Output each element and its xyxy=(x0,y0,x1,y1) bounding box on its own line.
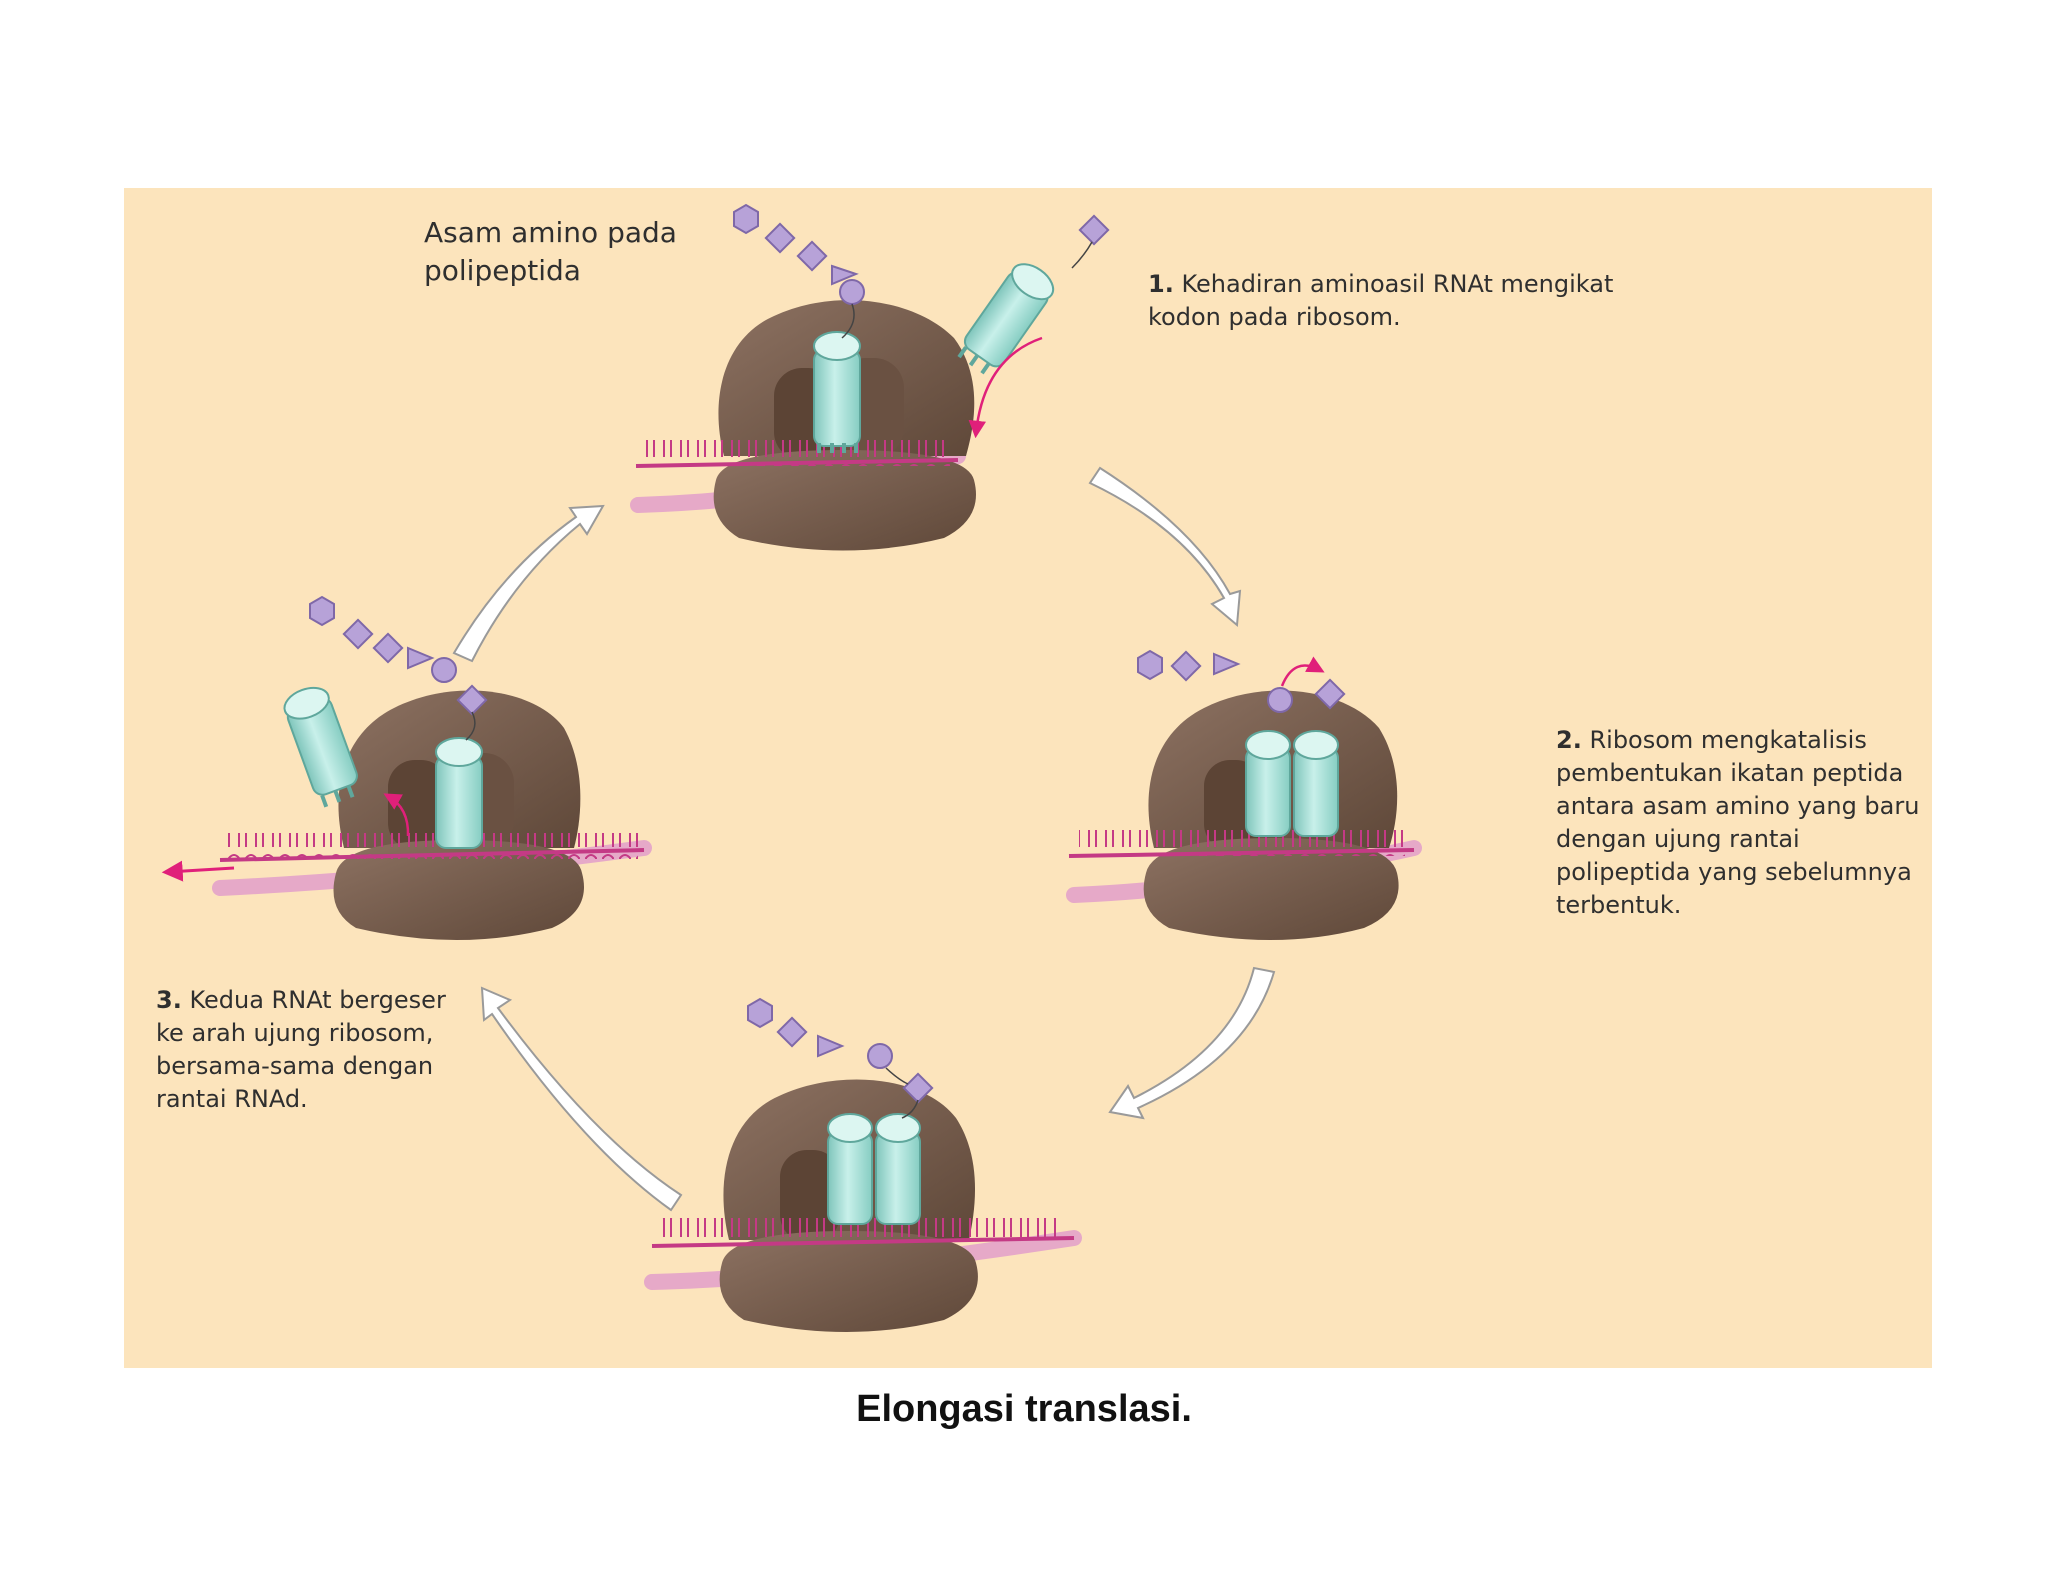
amino-acid-chain xyxy=(1137,649,1346,713)
figure-caption: Elongasi translasi. xyxy=(856,1388,1192,1430)
label-line: antara asam amino yang baru xyxy=(1556,792,1920,820)
pink-arrow-incoming xyxy=(968,336,1043,439)
label-line: polipeptida yang sebelumnya xyxy=(1556,858,1912,886)
cycle-arrow-top-right xyxy=(1088,466,1242,628)
ribosome-small-subunit xyxy=(719,1231,978,1332)
label-line: ke arah ujung ribosom, xyxy=(156,1019,434,1047)
cycle-arrow-bottom-left xyxy=(480,986,683,1212)
label-line: rantai RNAd. xyxy=(156,1085,308,1113)
label-line: polipeptida xyxy=(424,254,581,287)
stage-3-ribosome xyxy=(644,997,1082,1332)
label-line: pembentukan ikatan peptida xyxy=(1556,759,1904,787)
label-line: dengan ujung rantai xyxy=(1556,825,1800,853)
ribosome-small-subunit xyxy=(333,840,584,940)
stage-1-ribosome xyxy=(630,203,1110,551)
label-line: kodon pada ribosom. xyxy=(1148,303,1401,331)
trna-cylinder xyxy=(1245,747,1291,837)
step-number: 3. xyxy=(156,986,182,1014)
label-step-3: 3. Kedua RNAt bergeser ke arah ujung rib… xyxy=(156,984,446,1116)
trna-cylinder xyxy=(875,1131,921,1225)
mrna-codons xyxy=(1079,830,1405,856)
label-line: 2. Ribosom mengkatalisis xyxy=(1556,724,1919,757)
label-line: Asam amino pada xyxy=(424,216,677,249)
amino-acid-chain xyxy=(309,595,488,716)
trna-top xyxy=(813,331,861,361)
label-step-2: 2. Ribosom mengkatalisis pembentukan ika… xyxy=(1556,724,1919,922)
pink-arrow-peptide-transfer xyxy=(1280,656,1325,687)
step-number: 2. xyxy=(1556,726,1582,754)
ribosome-small-subunit xyxy=(1143,838,1399,940)
step-text: Ribosom mengkatalisis xyxy=(1589,726,1867,754)
ribosome-small-subunit xyxy=(713,450,976,551)
amino-acid-chain xyxy=(747,997,934,1104)
trna-exiting xyxy=(283,686,358,808)
ribosome-site-groove xyxy=(388,760,448,850)
pink-arrow-exit xyxy=(383,793,410,837)
cycle-arrow-top-left xyxy=(452,504,605,663)
mrna-codons xyxy=(228,833,638,859)
label-line: 1. Kehadiran aminoasil RNAt mengikat xyxy=(1148,268,1613,301)
label-amino-acids-polypeptide: Asam amino pada polipeptida xyxy=(424,214,677,290)
pink-arrow-mrna-shift xyxy=(161,860,235,882)
trna-incoming xyxy=(957,263,1055,375)
step-text: Kedua RNAt bergeser xyxy=(189,986,446,1014)
amino-acid-chain xyxy=(733,203,1110,305)
mrna-codons xyxy=(644,440,950,466)
label-step-1: 1. Kehadiran aminoasil RNAt mengikat kod… xyxy=(1148,268,1613,334)
trna-cylinder xyxy=(827,1131,873,1225)
label-line: 3. Kedua RNAt bergeser xyxy=(156,984,446,1017)
stage-2-ribosome xyxy=(1066,649,1422,940)
trna-cylinder xyxy=(1293,747,1339,837)
stage-4-ribosome xyxy=(161,595,652,940)
cycle-arrows xyxy=(452,466,1276,1212)
label-line: bersama-sama dengan xyxy=(156,1052,434,1080)
label-line: terbentuk. xyxy=(1556,891,1682,919)
translation-cycle-diagram xyxy=(161,203,1422,1332)
cycle-arrow-bottom-right xyxy=(1108,966,1276,1120)
trna-cylinder xyxy=(435,755,483,849)
step-number: 1. xyxy=(1148,270,1174,298)
step-text: Kehadiran aminoasil RNAt mengikat xyxy=(1181,270,1614,298)
trna-cylinder xyxy=(813,349,861,447)
